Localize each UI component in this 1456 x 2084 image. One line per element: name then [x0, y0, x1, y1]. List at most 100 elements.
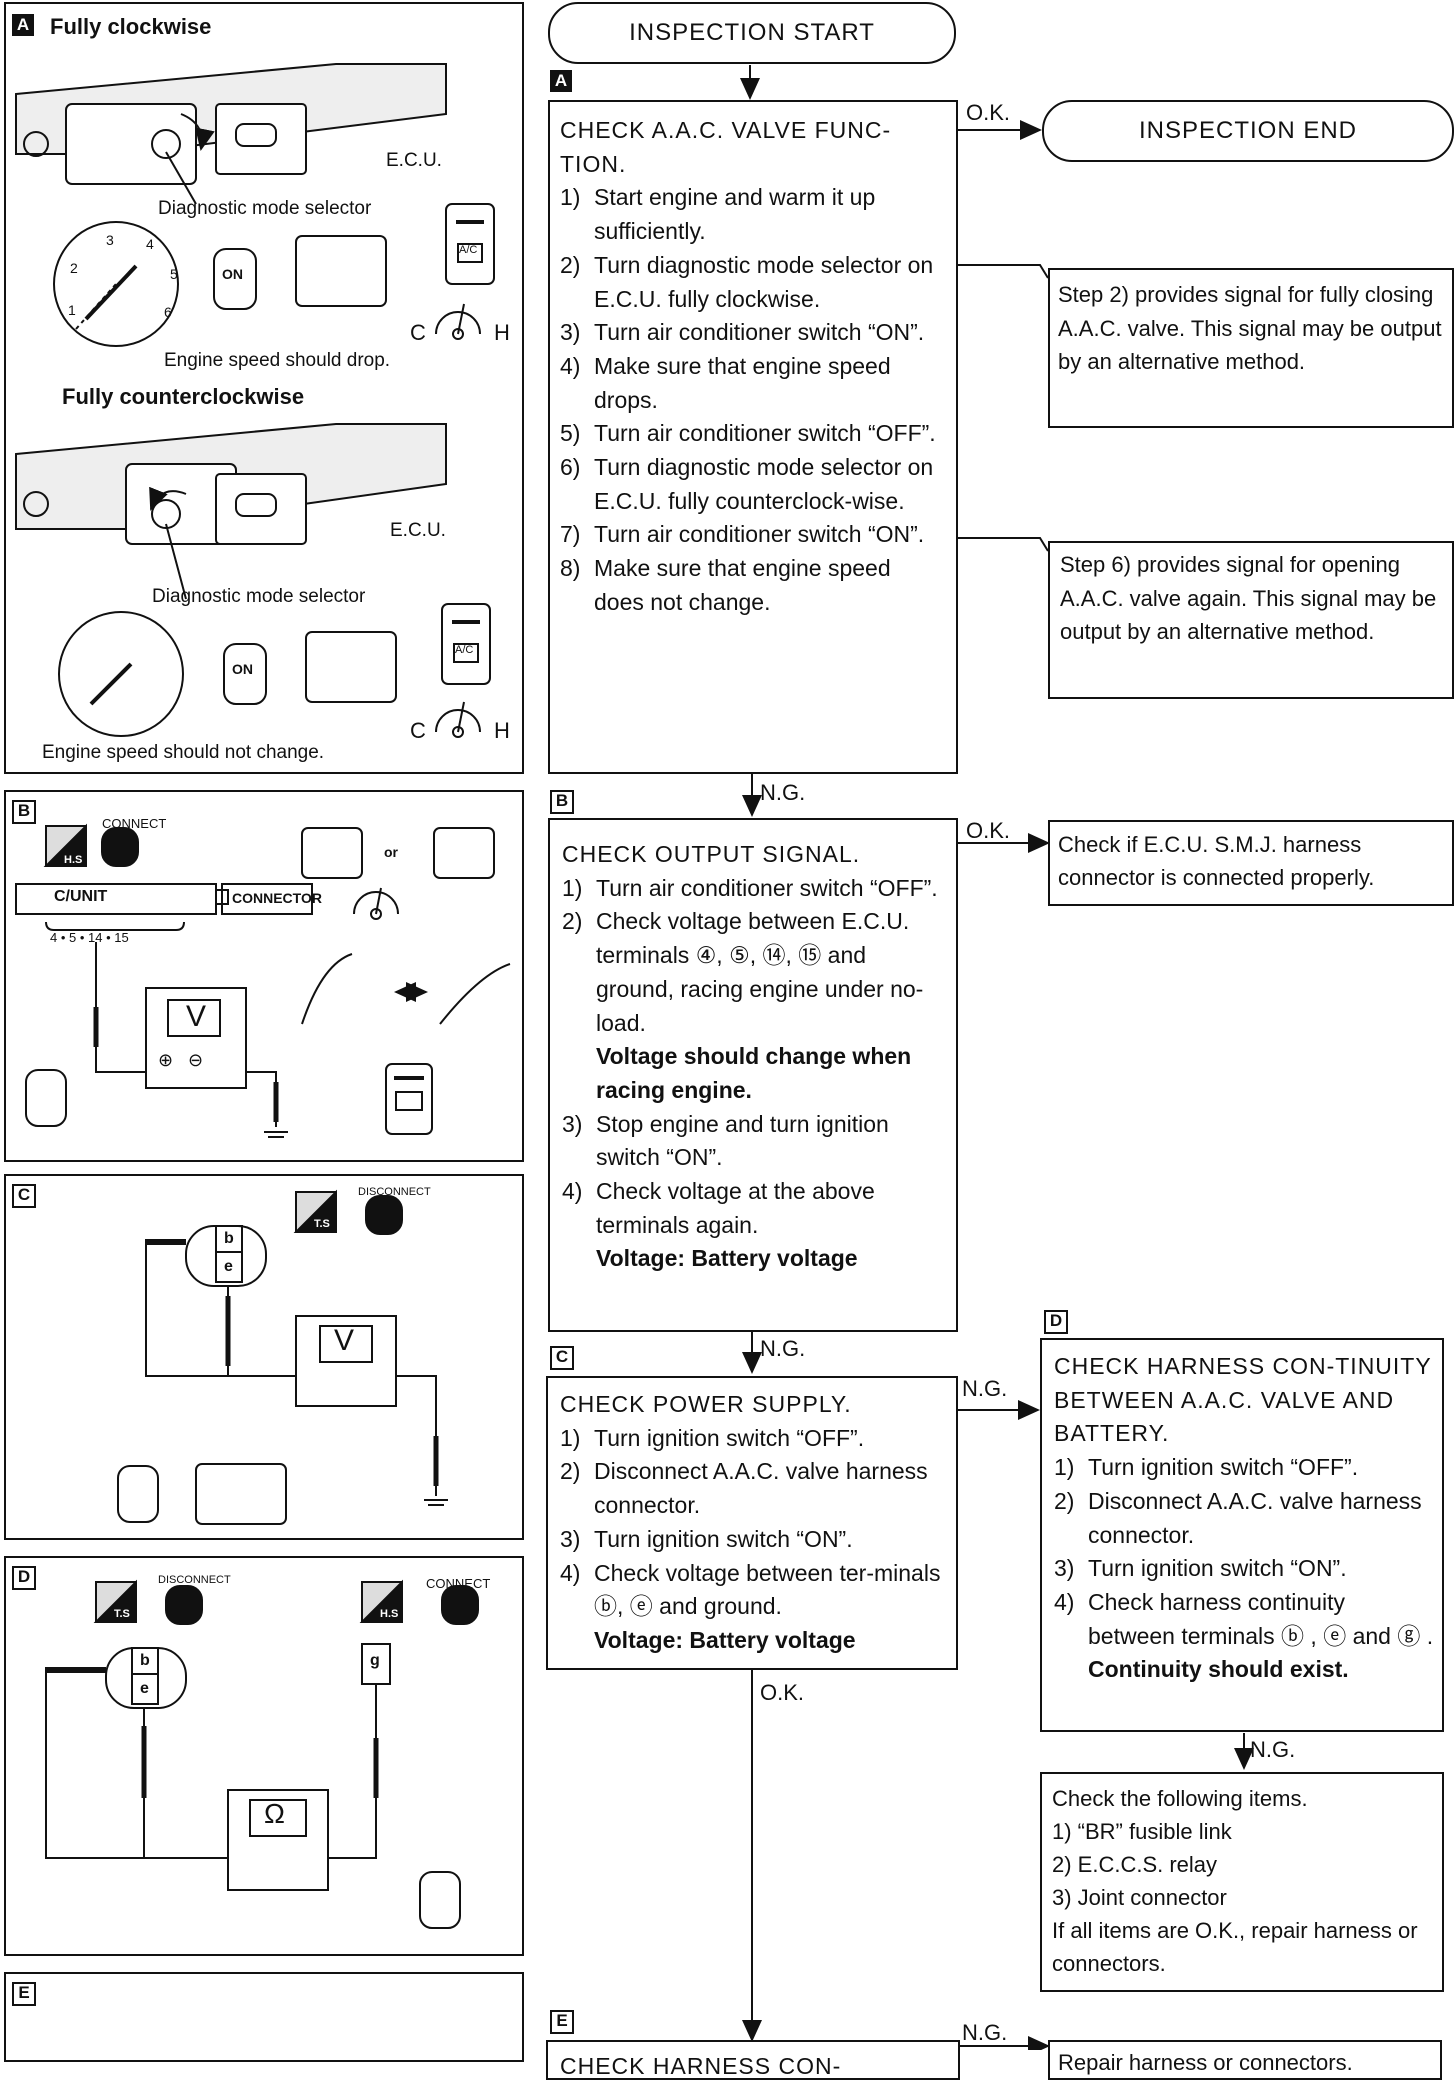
panel-d-hs: H.S: [380, 1608, 399, 1620]
panel-d-drawing: [45, 1579, 479, 1929]
section-c-title: CHECK POWER SUPPLY.: [560, 1391, 852, 1417]
section-b-steps: 1)Turn air conditioner switch “OFF”. 2)C…: [562, 872, 946, 1276]
panel-c-drawing: [117, 1189, 448, 1525]
d-ng-result-item: 2) E.C.C.S. relay: [1052, 1852, 1218, 1877]
panel-a-ac-top: A/C: [459, 244, 478, 256]
section-d-step: 3)Turn ignition switch “ON”.: [1054, 1555, 1347, 1582]
section-d-step4-note: Continuity should exist.: [1088, 1656, 1349, 1683]
panel-a-drawing: [15, 63, 495, 738]
callout-step6: [958, 537, 1049, 552]
tag-a: A: [550, 70, 572, 92]
panel-c: C DISCONNECT T.S b e V: [4, 1174, 524, 1540]
section-c-step: 3)Turn ignition switch “ON”.: [560, 1525, 853, 1552]
section-a-step: 7)Turn air conditioner switch “ON”.: [560, 521, 925, 548]
d-ng-result-item: 3) Joint connector: [1052, 1885, 1227, 1910]
panel-b-hs: H.S: [64, 854, 83, 866]
section-a-box: CHECK A.A.C. VALVE FUNC-TION. 1)Start en…: [548, 100, 958, 774]
panel-a: A Fully clockwise: [4, 2, 524, 774]
panel-a-gauge-c-top: C: [410, 320, 426, 345]
section-a-step: 1)Start engine and warm it up sufficient…: [560, 184, 876, 245]
section-a-steps: 1)Start engine and warm it up sufficient…: [560, 181, 946, 619]
panel-d-e: e: [140, 1680, 149, 1697]
panel-b-tag: B: [12, 800, 36, 824]
panel-e: E: [4, 1972, 524, 2062]
inspection-start-label: INSPECTION START: [629, 19, 875, 46]
panel-b-cunit: C/UNIT: [54, 888, 108, 905]
panel-c-e: e: [224, 1258, 233, 1275]
e-ng-result-box: Repair harness or connectors.: [1048, 2040, 1442, 2080]
section-c-box: CHECK POWER SUPPLY. 1)Turn ignition swit…: [546, 1376, 958, 1670]
label-ng-d: N.G.: [1250, 1737, 1296, 1762]
panel-a-ecu-bottom: E.C.U.: [390, 520, 446, 541]
section-d-step: 1)Turn ignition switch “OFF”.: [1054, 1454, 1359, 1481]
panel-b-connect: CONNECT: [102, 816, 167, 831]
section-d-step: 4)Check harness continuity between termi…: [1054, 1586, 1434, 1687]
callout-step2: [958, 264, 1049, 279]
section-a-step: 4)Make sure that engine speed drops.: [560, 352, 891, 413]
section-a-step: 2)Turn diagnostic mode selector on E.C.U…: [560, 251, 934, 312]
inspection-end: INSPECTION END: [1042, 100, 1454, 162]
panel-c-b: b: [224, 1230, 234, 1247]
panel-a-no-change: Engine speed should not change.: [42, 742, 325, 763]
panel-d-ts: T.S: [114, 1608, 130, 1620]
section-a-title: CHECK A.A.C. VALVE FUNC-TION.: [560, 117, 892, 177]
section-b-step2-note: Voltage should change when racing engine…: [596, 1043, 912, 1103]
section-b-step4-note: Voltage: Battery voltage: [596, 1245, 858, 1272]
inspection-end-label: INSPECTION END: [1138, 117, 1358, 144]
panel-a-top-title: Fully clockwise: [50, 14, 212, 39]
section-a-step: 8)Make sure that engine speed does not c…: [560, 555, 891, 615]
panel-b-drawing: [15, 823, 511, 1138]
panel-c-meter: V: [334, 1324, 355, 1357]
panel-d: D DISCONNECT CONNECT T.S H.S b e g: [4, 1556, 524, 1956]
tach-number: 6: [164, 304, 172, 320]
label-ng-ab: N.G.: [760, 780, 806, 805]
label-ng-cd: N.G.: [962, 1376, 1008, 1401]
panel-a-ecu-top: E.C.U.: [386, 150, 442, 171]
panel-d-b: b: [140, 1652, 150, 1669]
tach-number: 5: [170, 266, 178, 282]
panel-d-meter: Ω: [264, 1798, 285, 1829]
d-ng-result-item: 1) “BR” fusible link: [1052, 1819, 1232, 1844]
panel-c-ts: T.S: [314, 1218, 330, 1230]
section-b-step: 3)Stop engine and turn ignition switch “…: [562, 1110, 889, 1171]
e-ng-result-text: Repair harness or connectors.: [1058, 2050, 1353, 2075]
section-c-step: 4)Check voltage between ter-minals ⓑ, ⓔ …: [560, 1557, 948, 1658]
panel-b-minus: ⊖: [188, 1050, 204, 1070]
section-b-box: CHECK OUTPUT SIGNAL. 1)Turn air conditio…: [548, 818, 958, 1332]
panel-e-tag: E: [12, 1982, 36, 2006]
section-d-step: 2)Disconnect A.A.C. valve harness connec…: [1054, 1487, 1422, 1548]
panel-d-disconnect: DISCONNECT: [158, 1574, 231, 1586]
section-c-steps: 1)Turn ignition switch “OFF”. 2)Disconne…: [560, 1422, 948, 1658]
d-ng-result-outro: If all items are O.K., repair harness or…: [1052, 1918, 1418, 1976]
note-step6-text: Step 6) provides signal for opening A.A.…: [1060, 552, 1437, 644]
section-b-step: 2)Check voltage between E.C.U. terminals…: [562, 905, 946, 1107]
label-ok-a: O.K.: [966, 100, 1011, 125]
section-c-step: 2)Disconnect A.A.C. valve harness connec…: [560, 1458, 928, 1519]
section-d-title: CHECK HARNESS CON-TINUITY BETWEEN A.A.C.…: [1054, 1353, 1432, 1447]
section-d-box: CHECK HARNESS CON-TINUITY BETWEEN A.A.C.…: [1040, 1338, 1444, 1732]
panel-b-terminals: 4 • 5 • 14 • 15: [50, 930, 129, 945]
note-step2-box: [1048, 268, 1454, 428]
panel-a-bottom-title: Fully counterclockwise: [62, 384, 305, 409]
section-e-title: CHECK HARNESS CON-: [560, 2053, 842, 2079]
section-c-step: 1)Turn ignition switch “OFF”.: [560, 1424, 865, 1451]
section-a-step: 3)Turn air conditioner switch “ON”.: [560, 319, 925, 346]
panel-a-gauge-c-bottom: C: [410, 718, 426, 743]
section-a-step: 6)Turn diagnostic mode selector on E.C.U…: [560, 454, 934, 514]
tag-d: D: [1044, 1310, 1068, 1334]
label-ok-b: O.K.: [966, 818, 1011, 843]
panel-b-meter: V: [186, 1000, 207, 1033]
panel-d-connect: CONNECT: [426, 1576, 491, 1591]
panel-d-tag: D: [12, 1566, 36, 1590]
b-ok-result-text: Check if E.C.U. S.M.J. harness connector…: [1058, 832, 1375, 890]
section-e-box: CHECK HARNESS CON-: [546, 2040, 960, 2080]
panel-a-drop: Engine speed should drop.: [164, 350, 391, 371]
panel-c-tag: C: [12, 1184, 36, 1208]
label-ng-bc: N.G.: [760, 1336, 806, 1361]
label-ok-ce: O.K.: [760, 1680, 805, 1705]
tach-number: 1: [68, 302, 76, 318]
note-step6-box: [1048, 541, 1454, 699]
panel-a-on-bottom: ON: [232, 661, 253, 677]
tach-number: 3: [106, 232, 114, 248]
tag-c: C: [550, 1346, 574, 1370]
